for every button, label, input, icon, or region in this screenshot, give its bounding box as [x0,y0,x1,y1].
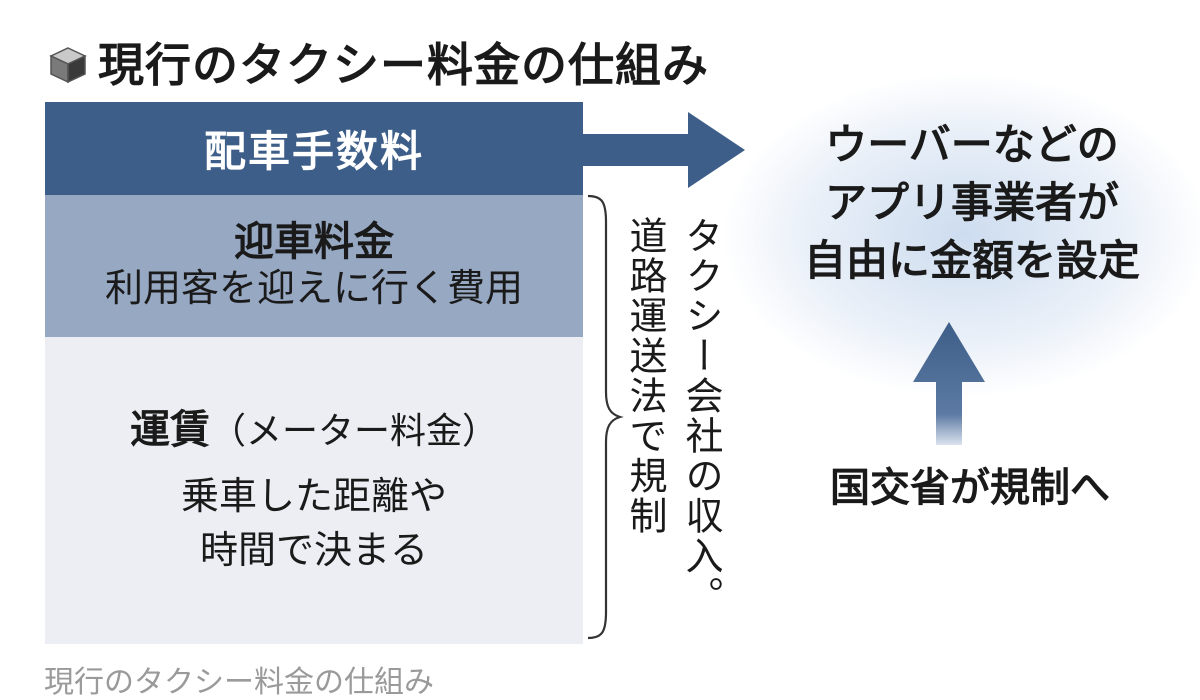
dispatch-fee-box: 配車手数料 [45,102,583,195]
curly-brace [587,194,624,640]
fare-description-line2: 時間で決まる [199,527,428,572]
image-caption: 現行のタクシー料金の仕組み [44,665,434,700]
title-row: 現行のタクシー料金の仕組み [48,30,709,100]
fare-box: 運賃（メーター料金） 乗車した距離や 時間で決まる [45,337,583,644]
up-arrow [913,322,985,445]
company-income-note: タクシー会社の収入。 [679,216,723,616]
pickup-fee-description: 利用客を迎えに行く費用 [104,266,523,311]
pickup-fee-box: 迎車料金 利用客を迎えに行く費用 [45,195,583,337]
regulation-note: 国交省が規制へ [830,465,1110,511]
fare-description-line1: 乗車した距離や [180,474,447,519]
app-operators-line3: 自由に金額を設定 [803,235,1140,285]
dispatch-fee-label: 配車手数料 [203,127,424,176]
pickup-fee-label: 迎車料金 [234,219,394,266]
app-operators-line2: アプリ事業者が [824,177,1119,227]
arrows-layer [583,112,985,445]
highlight-glow [725,75,1200,395]
page-title: 現行のタクシー料金の仕組み [98,38,709,92]
road-law-note: 道路運送法で規制 [623,216,667,536]
cube-icon [49,47,87,84]
fare-label-line: 運賃（メーター料金） [130,404,498,456]
fare-label: 運賃 [129,407,210,454]
app-operators-text: ウーバーなどの アプリ事業者が 自由に金額を設定 [762,116,1182,290]
fare-label-note: （メーター料金） [209,411,498,453]
right-arrow [583,112,745,188]
app-operators-line1: ウーバーなどの [825,120,1119,169]
